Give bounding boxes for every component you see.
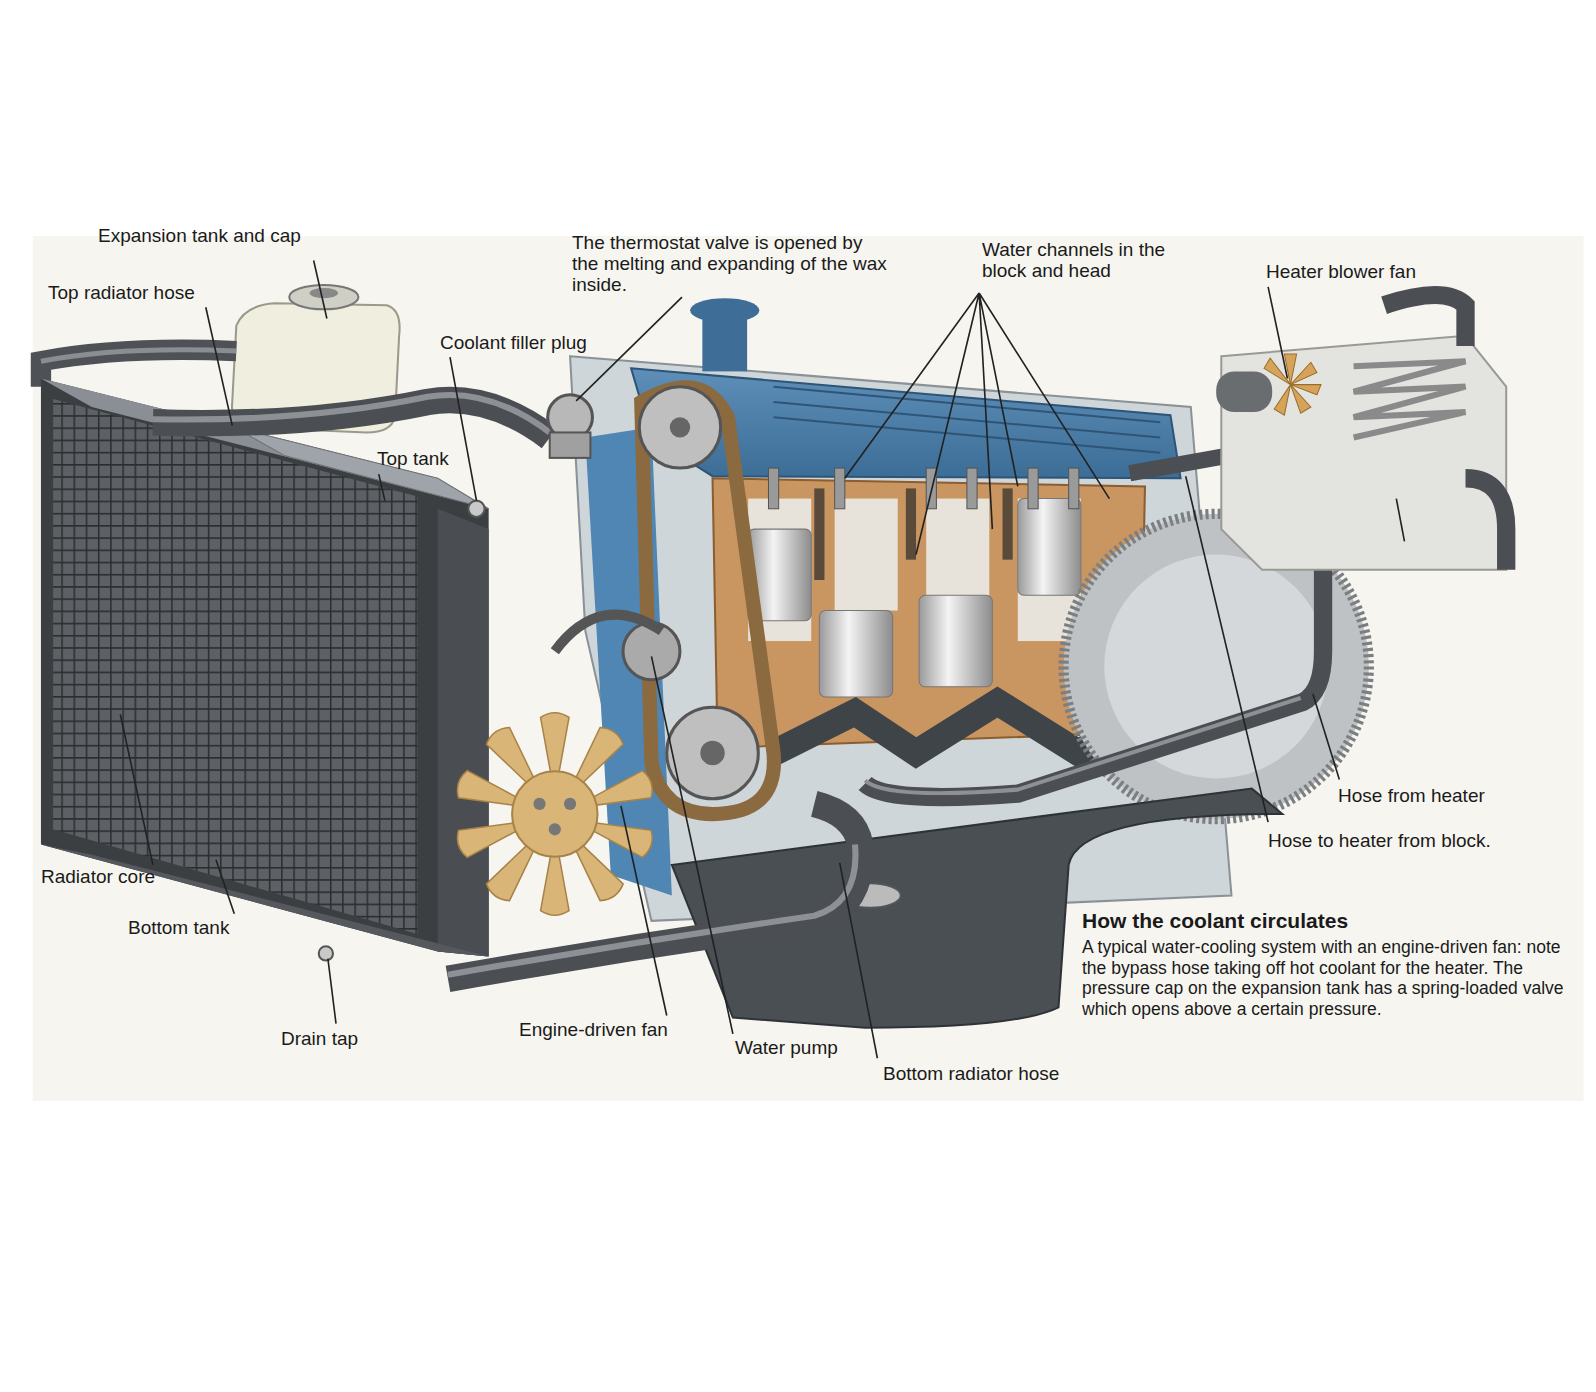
part-label: Water channels in the block and head [982, 239, 1167, 281]
part-label: Hose from heater [1338, 785, 1485, 806]
part-label: Bottom tank [128, 917, 229, 938]
part-label: Coolant filler plug [440, 332, 587, 353]
part-label: Engine-driven fan [519, 1019, 668, 1040]
part-label: Water pump [735, 1037, 838, 1058]
part-label: Expansion tank and cap [98, 225, 301, 246]
part-label: Hose to heater from block. [1268, 830, 1491, 851]
part-label: Heater blower fan [1266, 261, 1416, 282]
caption-heading: How the coolant circulates [1082, 910, 1348, 931]
part-label: Bottom radiator hose [883, 1063, 1059, 1084]
part-label: The thermostat valve is opened by the me… [572, 232, 892, 295]
part-label: Top radiator hose [48, 282, 195, 303]
caption-text: A typical water-cooling system with an e… [1082, 937, 1574, 1019]
part-label: Drain tap [281, 1028, 358, 1049]
part-label: Radiator core [41, 866, 155, 887]
part-label: Top tank [377, 448, 449, 469]
